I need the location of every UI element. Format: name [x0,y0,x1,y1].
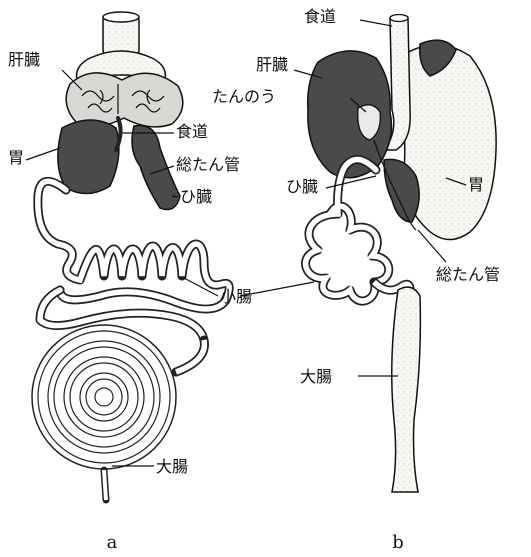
figure-b-pancreas-label: ひ臓 [286,177,318,196]
figure-a-esophagus-shape [77,12,166,80]
figure-a-esophagus-label: 食道 [176,122,208,141]
figure-a-stomach-label: 胃 [8,148,24,167]
figure-b-esophagus-label: 食道 [304,7,336,26]
figure-b-gallbladder-label: たんのう [212,87,276,106]
figure-a-liver-label: 肝臓 [8,50,40,69]
figure-b: 食道 肝臓 たんのう ひ臓 胃 総たん管 大腸 b [212,7,500,553]
figure-a-small-intestine-label: 小腸 [220,287,252,306]
figure-b-large-intestine-shape [392,287,421,492]
figure-a-liver-shape [66,73,183,127]
figure-b-liver-label: 肝臓 [256,55,288,74]
figure-a-large-intestine-label: 大腸 [156,457,188,476]
figure-b-stomach-label: 胃 [468,175,484,194]
figure-a-caption: a [107,532,118,553]
figure-a-stomach-shape [58,120,119,194]
figure-a-pancreas-shape [132,125,180,209]
figure-b-caption: b [392,532,404,553]
figure-a-common-bile-duct-label: 総たん管 [176,155,240,174]
figure-b-large-intestine-label: 大腸 [300,367,332,386]
figure-b-common-bile-duct-label: 総たん管 [436,265,500,284]
figure-a-pancreas-label: ひ臓 [180,187,212,206]
